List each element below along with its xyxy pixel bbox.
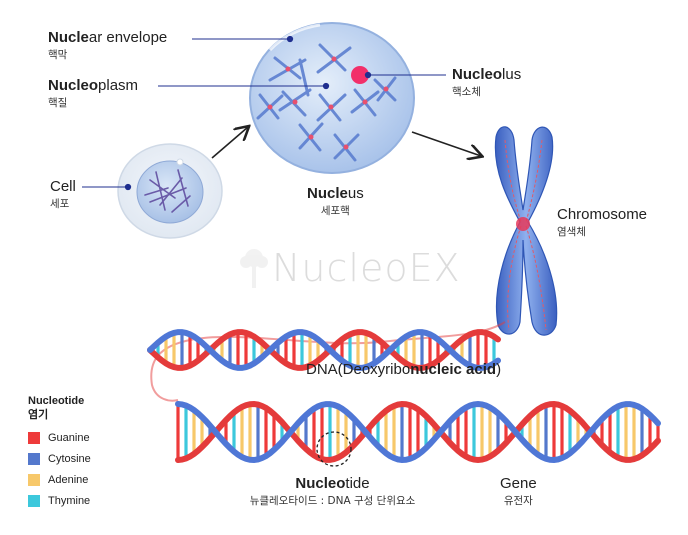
legend: Nucleotide 염기 Guanine Cytosine Adenine T… xyxy=(28,395,91,511)
arrow-nucleus-to-chromosome xyxy=(411,131,481,156)
backbone-strand xyxy=(175,400,661,464)
watermark-logo-icon xyxy=(240,249,268,288)
nucleotide-highlight xyxy=(316,431,352,467)
label-cell: Cell 세포 xyxy=(50,178,76,210)
legend-swatch-guanine xyxy=(28,431,40,444)
cell xyxy=(117,143,223,239)
label-dna: DNA(Deoxyribonucleic acid) xyxy=(306,361,502,378)
label-nucleoplasm: Nucleoplasm 핵질 xyxy=(48,77,139,109)
legend-item-thymine: Thymine xyxy=(28,490,91,511)
label-nucleus: Nucleus 세포핵 xyxy=(307,185,364,217)
arrow-cell-to-nucleus xyxy=(211,127,248,159)
label-chromosome: Chromosome 염색체 xyxy=(557,206,648,238)
nucleus xyxy=(249,22,415,174)
legend-item-guanine: Guanine xyxy=(28,427,91,448)
label-nucleotide: Nucleotide 뉴클레오타이드 : DNA 구성 단위요소 xyxy=(249,475,416,507)
nucleolus xyxy=(351,66,369,84)
legend-item-cytosine: Cytosine xyxy=(28,448,91,469)
legend-swatch-thymine xyxy=(28,494,40,507)
watermark: NucleoEX xyxy=(272,246,461,290)
legend-swatch-cytosine xyxy=(28,452,40,465)
label-gene: Gene 유전자 xyxy=(500,475,537,507)
chromosome xyxy=(494,126,558,336)
backbone-strand xyxy=(147,329,501,371)
backbone-strand xyxy=(175,400,661,464)
dna-helix-backbone xyxy=(147,329,661,464)
label-nuclear-envelope: Nuclear envelope 핵막 xyxy=(48,29,168,61)
legend-item-adenine: Adenine xyxy=(28,469,91,490)
legend-swatch-adenine xyxy=(28,473,40,486)
label-nucleolus: Nucleolus 핵소체 xyxy=(452,66,522,98)
dna-helix-base-pairs xyxy=(156,332,660,460)
